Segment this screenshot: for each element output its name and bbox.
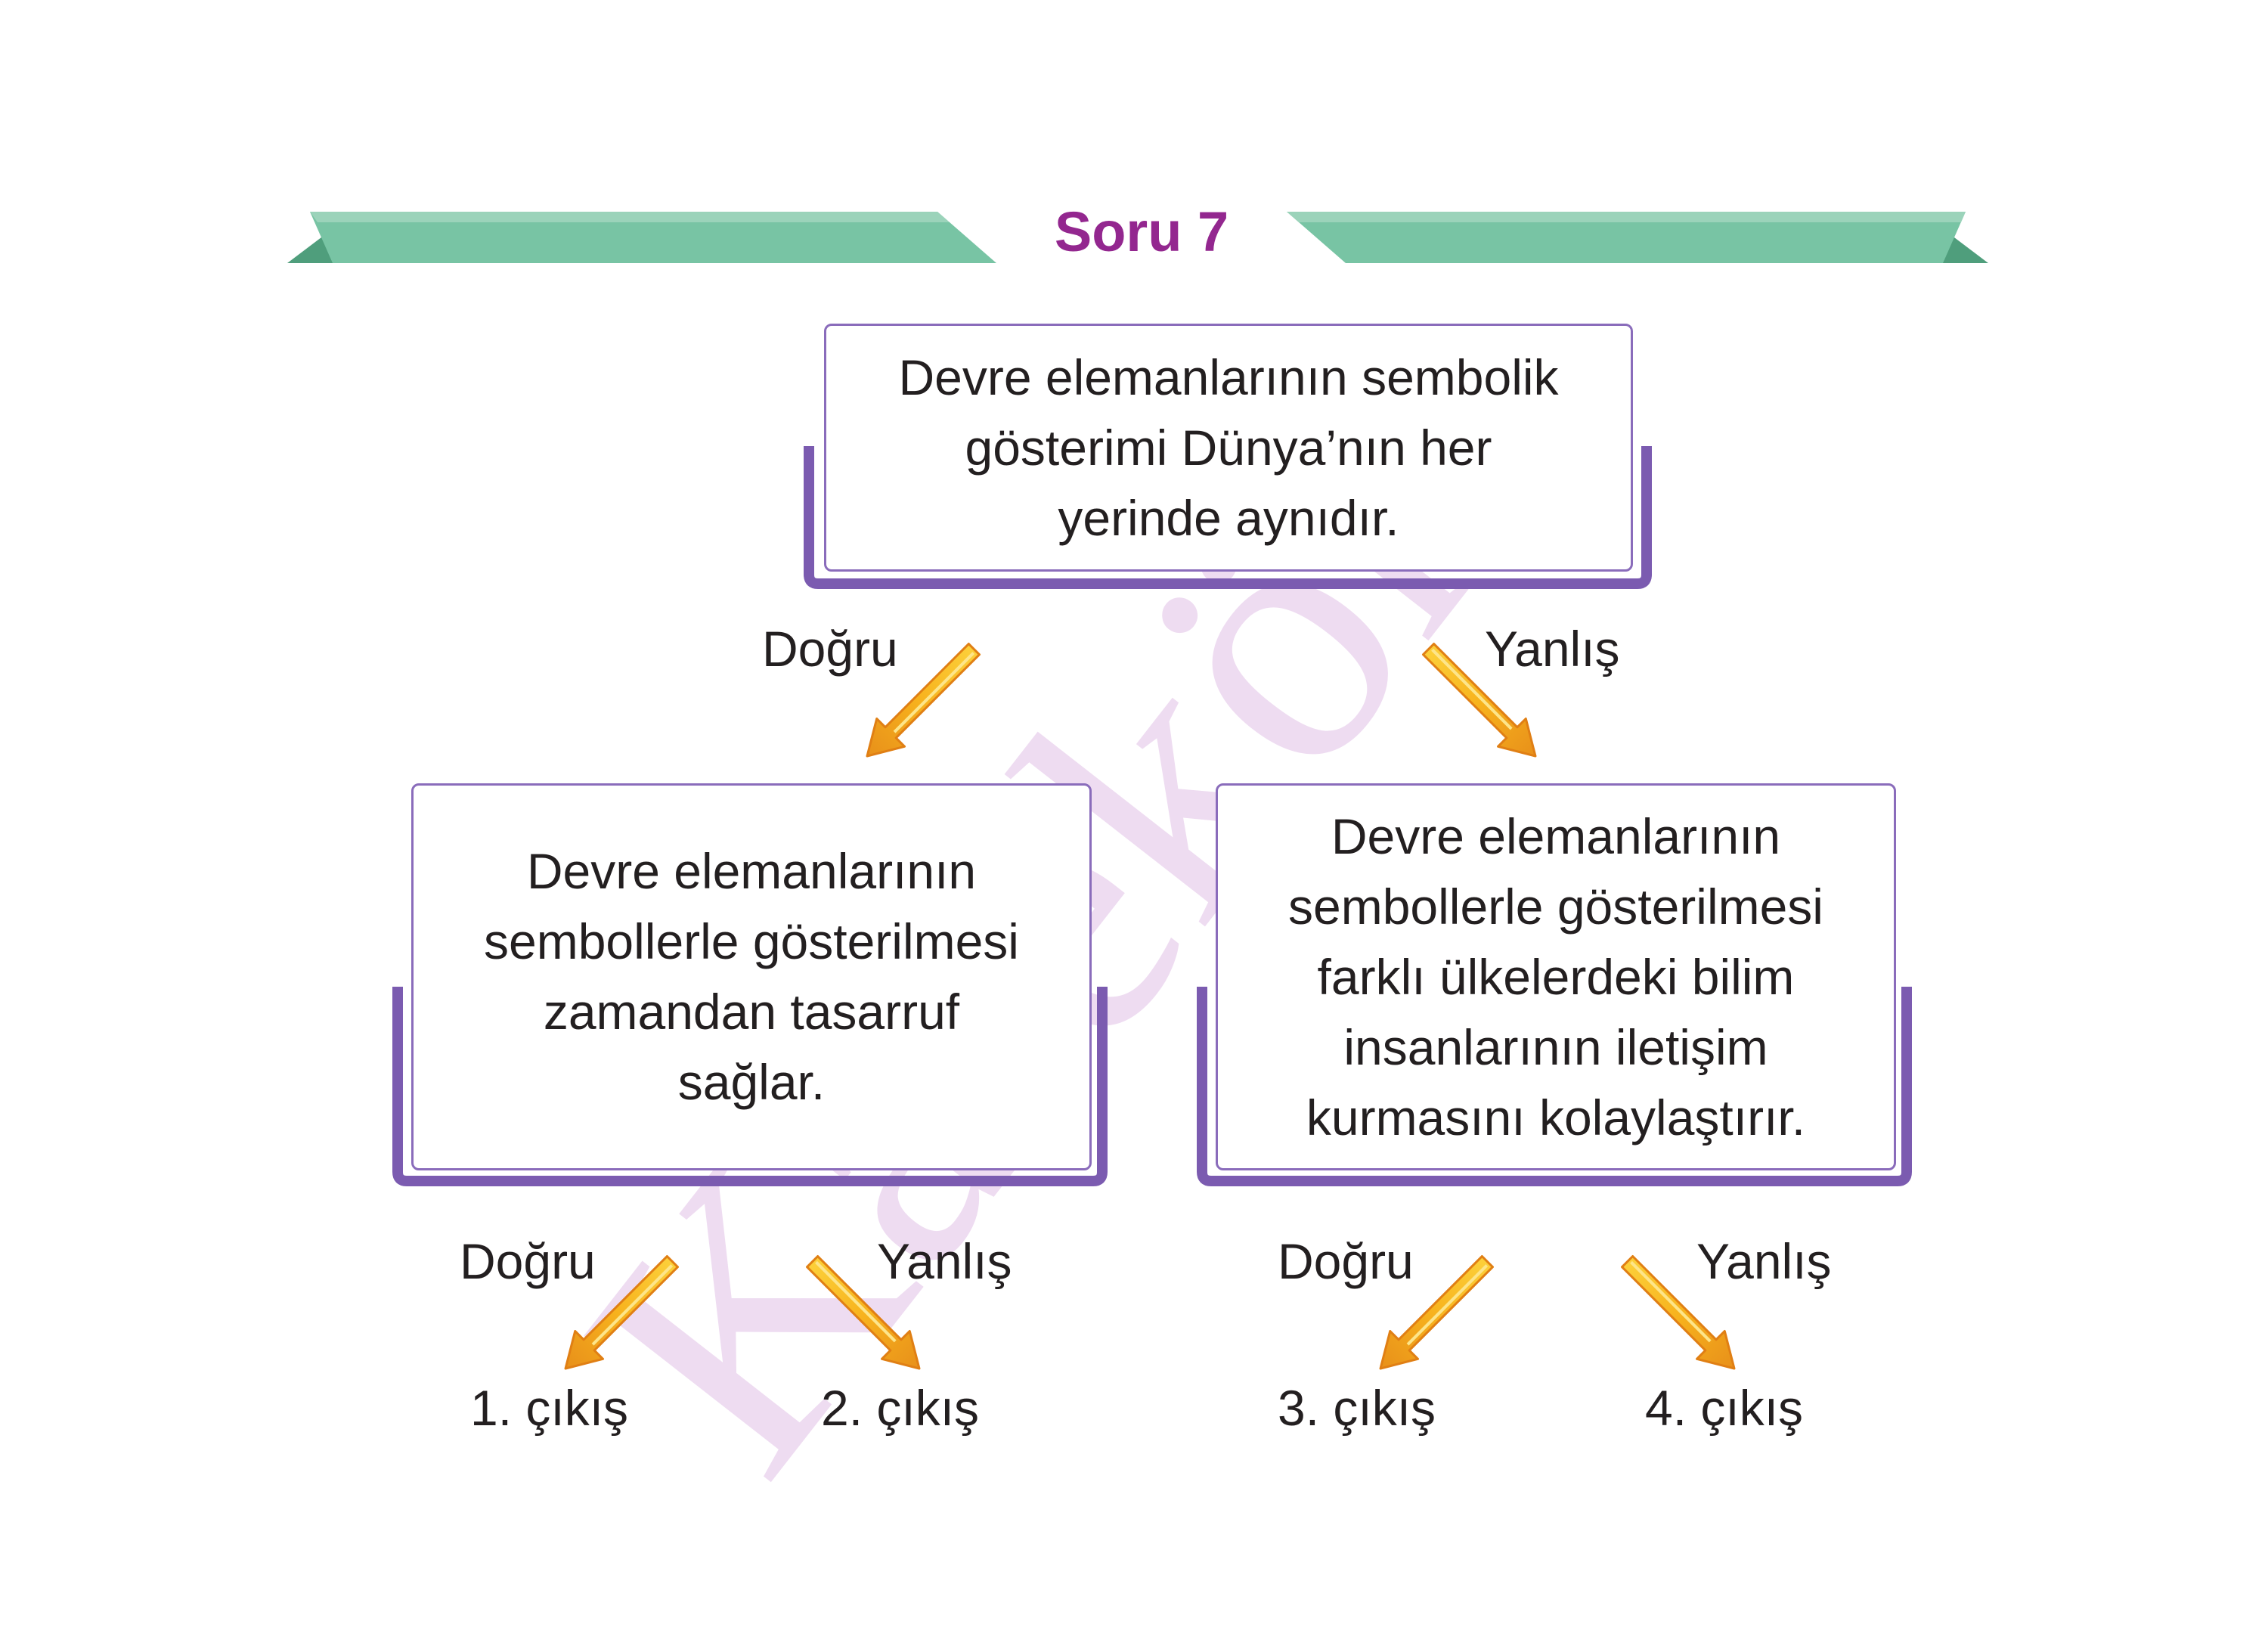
right-false-label: Yanlış — [1696, 1233, 1832, 1289]
root-line-3: yerinde aynıdır. — [1058, 489, 1399, 546]
right-statement-text: Devre elemanlarının sembollerle gösteril… — [1288, 801, 1823, 1153]
right-line-2: sembollerle gösterilmesi — [1288, 878, 1823, 935]
exit-3: 3. çıkış — [1278, 1380, 1436, 1436]
right-line-1: Devre elemanlarının — [1331, 808, 1781, 864]
right-true-label: Doğru — [1278, 1233, 1414, 1289]
right-card-frame — [1197, 987, 1912, 1186]
root-statement-card: Devre elemanlarının sembolik gösterimi D… — [824, 324, 1633, 572]
question-title: Soru 7 — [1054, 200, 1229, 263]
ribbon-left — [287, 212, 996, 263]
root-false-label: Yanlış — [1485, 621, 1620, 677]
left-statement-card: Devre elemanlarının sembollerle gösteril… — [411, 783, 1092, 1170]
right-line-4: insanlarının iletişim — [1343, 1018, 1768, 1075]
root-line-1: Devre elemanlarının sembolik — [898, 349, 1559, 405]
root-card-frame — [804, 446, 1652, 589]
root-statement-text: Devre elemanlarının sembolik gösterimi D… — [898, 343, 1558, 553]
left-false-label: Yanlış — [877, 1233, 1012, 1289]
right-line-3: farklı ülkelerdeki bilim — [1317, 948, 1795, 1005]
root-true-label: Doğru — [762, 621, 898, 677]
left-card-frame — [392, 987, 1108, 1186]
left-line-4: sağlar. — [677, 1054, 826, 1110]
exit-2: 2. çıkış — [821, 1380, 980, 1436]
exit-1: 1. çıkış — [470, 1380, 629, 1436]
ribbon-right — [1287, 212, 1988, 263]
left-line-1: Devre elemanlarının — [526, 843, 977, 899]
right-line-5: kurmasını kolaylaştırır. — [1306, 1089, 1806, 1145]
right-statement-card: Devre elemanlarının sembollerle gösteril… — [1216, 783, 1896, 1170]
exit-4: 4. çıkış — [1645, 1380, 1804, 1436]
left-line-3: zamandan tasarruf — [543, 984, 960, 1040]
left-true-label: Doğru — [460, 1233, 596, 1289]
left-line-2: sembollerle gösterilmesi — [484, 913, 1019, 969]
root-line-2: gösterimi Dünya’nın her — [965, 419, 1492, 476]
left-statement-text: Devre elemanlarının sembollerle gösteril… — [484, 836, 1019, 1118]
